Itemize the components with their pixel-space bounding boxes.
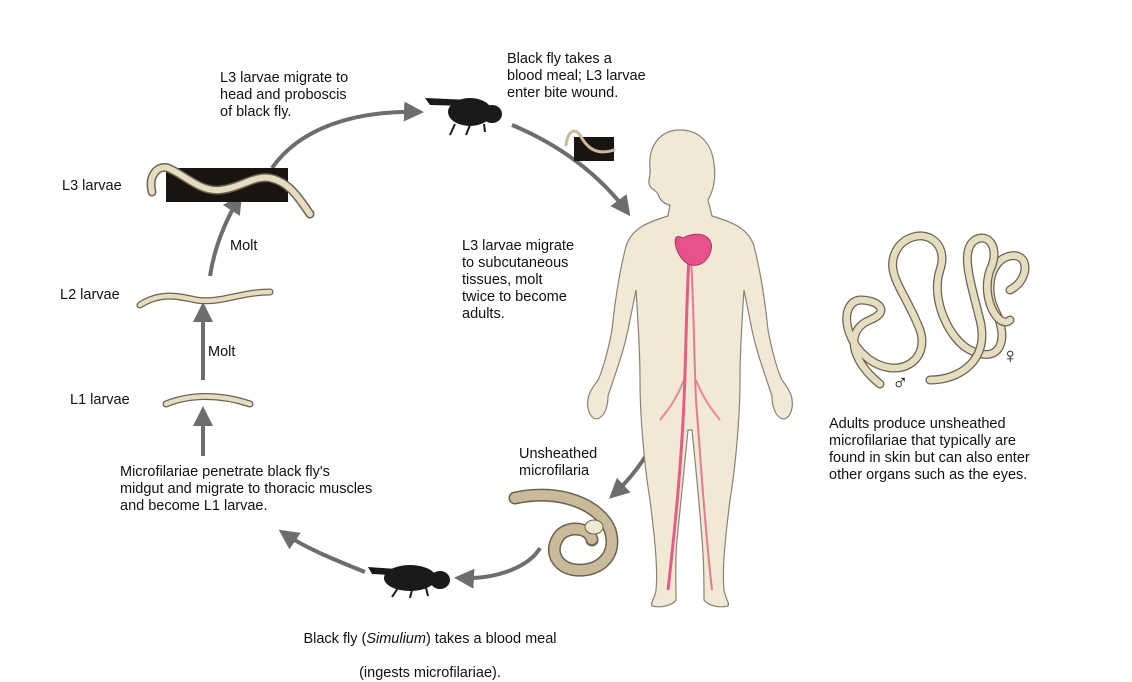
blood-vessel [666, 239, 692, 591]
label-l3-subcutaneous: L3 larvae migrate to subcutaneous tissue… [462, 238, 575, 322]
black-fly-top-icon [425, 98, 502, 136]
label-fly-blood-meal-top: Black fly takes a blood meal; L3 larvae … [507, 51, 646, 101]
label-molt-upper: Molt [230, 238, 258, 254]
label-l3-larvae: L3 larvae [62, 178, 122, 194]
human-figure [587, 129, 793, 608]
label-l3-migrate-head: L3 larvae migrate to head and proboscis … [220, 70, 349, 120]
fly-bottom-line2: (ingests microfilariae). [359, 665, 501, 681]
label-fly-bottom: Black fly (Simulium) takes a blood meal … [274, 614, 586, 682]
label-l2-larvae: L2 larvae [60, 287, 120, 303]
female-symbol: ♀ [1002, 343, 1019, 368]
arrow-to-text [278, 529, 366, 574]
black-fly-bottom-icon [368, 565, 450, 599]
label-l1-larvae: L1 larvae [70, 392, 130, 408]
label-adults-produce: Adults produce unsheathed microfilariae … [829, 416, 1030, 483]
larva-l2 [136, 288, 274, 309]
arrow-to-l3 [208, 193, 243, 277]
fly-bottom-genus: Simulium [366, 631, 426, 647]
fly-bottom-pre: Black fly ( [303, 631, 367, 647]
adult-worms [842, 231, 1030, 389]
label-molt-lower: Molt [208, 344, 236, 360]
larva-l3-large [146, 163, 315, 219]
arrow-to-fly-bottom [454, 546, 542, 589]
male-symbol: ♂ [892, 370, 909, 395]
label-unsheathed-microfilaria: Unsheathed microfilaria [519, 446, 598, 479]
arrow-to-human [511, 123, 631, 217]
arrow-to-fly-top [270, 101, 424, 170]
label-microfilariae-penetrate: Microfilariae penetrate black fly's midg… [120, 464, 373, 514]
microfilaria-coil [508, 488, 619, 577]
larva-l3-small [564, 129, 616, 161]
fly-bottom-post: ) takes a blood meal [425, 631, 557, 647]
larva-l1 [162, 393, 254, 408]
heart [674, 233, 712, 266]
